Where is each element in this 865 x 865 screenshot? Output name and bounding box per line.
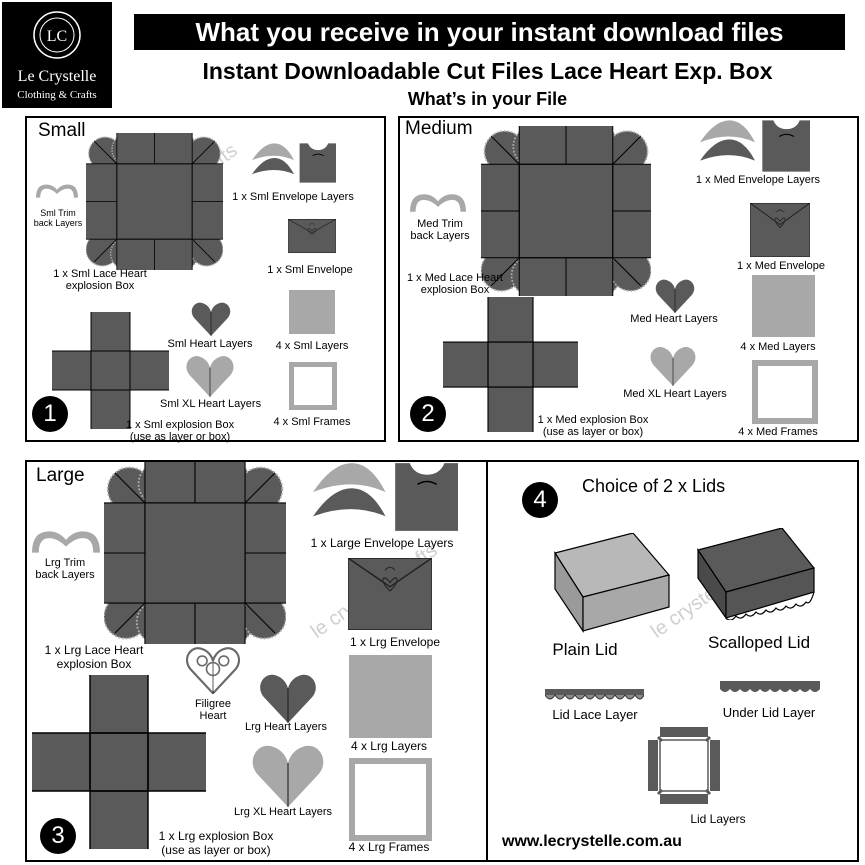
small-heart [191,302,231,336]
lids-title: Choice of 2 x Lids [582,476,726,496]
small-trim-icon [36,184,78,198]
small-number-badge: 1 [32,396,68,432]
small-envelope [288,219,336,253]
large-lace-heart-box [104,462,286,644]
medium-heart [655,279,695,313]
medium-envelope-label: 1 x Med Envelope [736,260,826,272]
lid-lace-layer [545,689,644,700]
small-trim-label: Sml Trim back Layers [33,208,83,228]
large-panel [25,460,859,862]
small-envelope-layers [252,143,336,183]
plain-lid-label: Plain Lid [552,640,618,659]
large-envelope [348,558,432,630]
medium-explosion-box [443,297,578,432]
medium-trim-icon [410,194,466,212]
small-box-label: 1 x Sml Lace Heart explosion Box [53,268,147,292]
small-heart-label: Sml Heart Layers [167,338,253,350]
large-title: Large [36,465,85,486]
scalloped-lid-label: Scalloped Lid [707,633,811,652]
medium-frame [752,360,818,424]
medium-envelope [750,203,810,257]
small-envelope-label: 1 x Sml Envelope [267,264,353,276]
large-layers-label: 4 x Lrg Layers [350,739,428,753]
large-layer [349,655,432,738]
small-lace-heart-box [86,133,223,270]
large-envelope-layers-label: 1 x Large Envelope Layers [310,536,454,550]
medium-trim-label: Med Trim back Layers [410,218,470,242]
small-explosion-box [52,312,169,429]
medium-exp-box-label: 1 x Med explosion Box (use as layer or b… [537,414,649,438]
large-xl-heart [252,745,324,807]
small-layer [289,290,335,334]
large-heart-label: Lrg Heart Layers [245,721,327,733]
medium-box-label: 1 x Med Lace Heart explosion Box [407,272,503,296]
logo: LC Le Crystelle Clothing & Crafts [2,2,112,108]
small-panel [25,116,386,442]
large-frame [349,758,432,841]
large-envelope-label: 1 x Lrg Envelope [349,635,441,649]
large-exp-box-label: 1 x Lrg explosion Box (use as layer or b… [158,829,274,857]
medium-xl-heart [650,346,696,386]
medium-number-badge: 2 [410,396,446,432]
website-link[interactable]: www.lecrystelle.com.au [502,833,682,850]
large-envelope-layers [313,463,458,531]
medium-envelope-layers-label: 1 x Med Envelope Layers [695,174,821,186]
small-exp-box-label: 1 x Sml explosion Box (use as layer or b… [125,419,235,443]
svg-text:LC: LC [47,28,67,45]
medium-heart-label: Med Heart Layers [630,313,718,325]
large-number-badge: 3 [40,818,76,854]
scalloped-lid [697,528,816,620]
medium-envelope-layers [700,120,810,172]
lid-layers-label: Lid Layers [690,812,746,826]
page-subtitle: What’s in your File [407,89,568,109]
medium-layers-label: 4 x Med Layers [740,341,816,353]
filigree-heart-icon [186,647,240,694]
lid-layers [648,727,720,804]
large-heart [259,674,317,723]
logo-brand: Le Crystelle [17,68,97,85]
panel-divider [486,460,488,862]
medium-layer [752,275,815,337]
medium-panel [398,116,859,442]
filigree-heart-label: Filigree Heart [194,698,232,722]
small-xl-heart-label: Sml XL Heart Layers [160,398,262,410]
medium-lace-heart-box [481,126,651,296]
large-trim-label: Lrg Trim back Layers [35,557,95,581]
page-title: Instant Downloadable Cut Files Lace Hear… [202,58,773,84]
small-frames-label: 4 x Sml Frames [273,416,351,428]
under-lid-layer-label: Under Lid Layer [722,705,816,720]
lids-number-badge: 4 [522,482,558,518]
small-layers-label: 4 x Sml Layers [275,340,349,352]
large-trim-icon [32,531,100,553]
small-envelope-layers-label: 1 x Sml Envelope Layers [232,191,354,203]
plain-lid [554,533,671,633]
small-xl-heart [186,355,234,397]
logo-tagline: Clothing & Crafts [17,89,97,101]
small-frame [289,362,337,410]
lid-lace-layer-label: Lid Lace Layer [552,707,638,722]
medium-frames-label: 4 x Med Frames [738,426,818,438]
small-title: Small [38,120,86,141]
medium-title: Medium [405,118,473,139]
under-lid-layer [720,681,820,692]
header-banner: What you receive in your instant downloa… [134,14,845,50]
large-xl-heart-label: Lrg XL Heart Layers [233,806,333,818]
large-frames-label: 4 x Lrg Frames [348,840,430,854]
large-box-label: 1 x Lrg Lace Heart explosion Box [44,643,144,671]
logo-emblem-icon: LC [33,11,81,59]
medium-xl-heart-label: Med XL Heart Layers [623,388,727,400]
